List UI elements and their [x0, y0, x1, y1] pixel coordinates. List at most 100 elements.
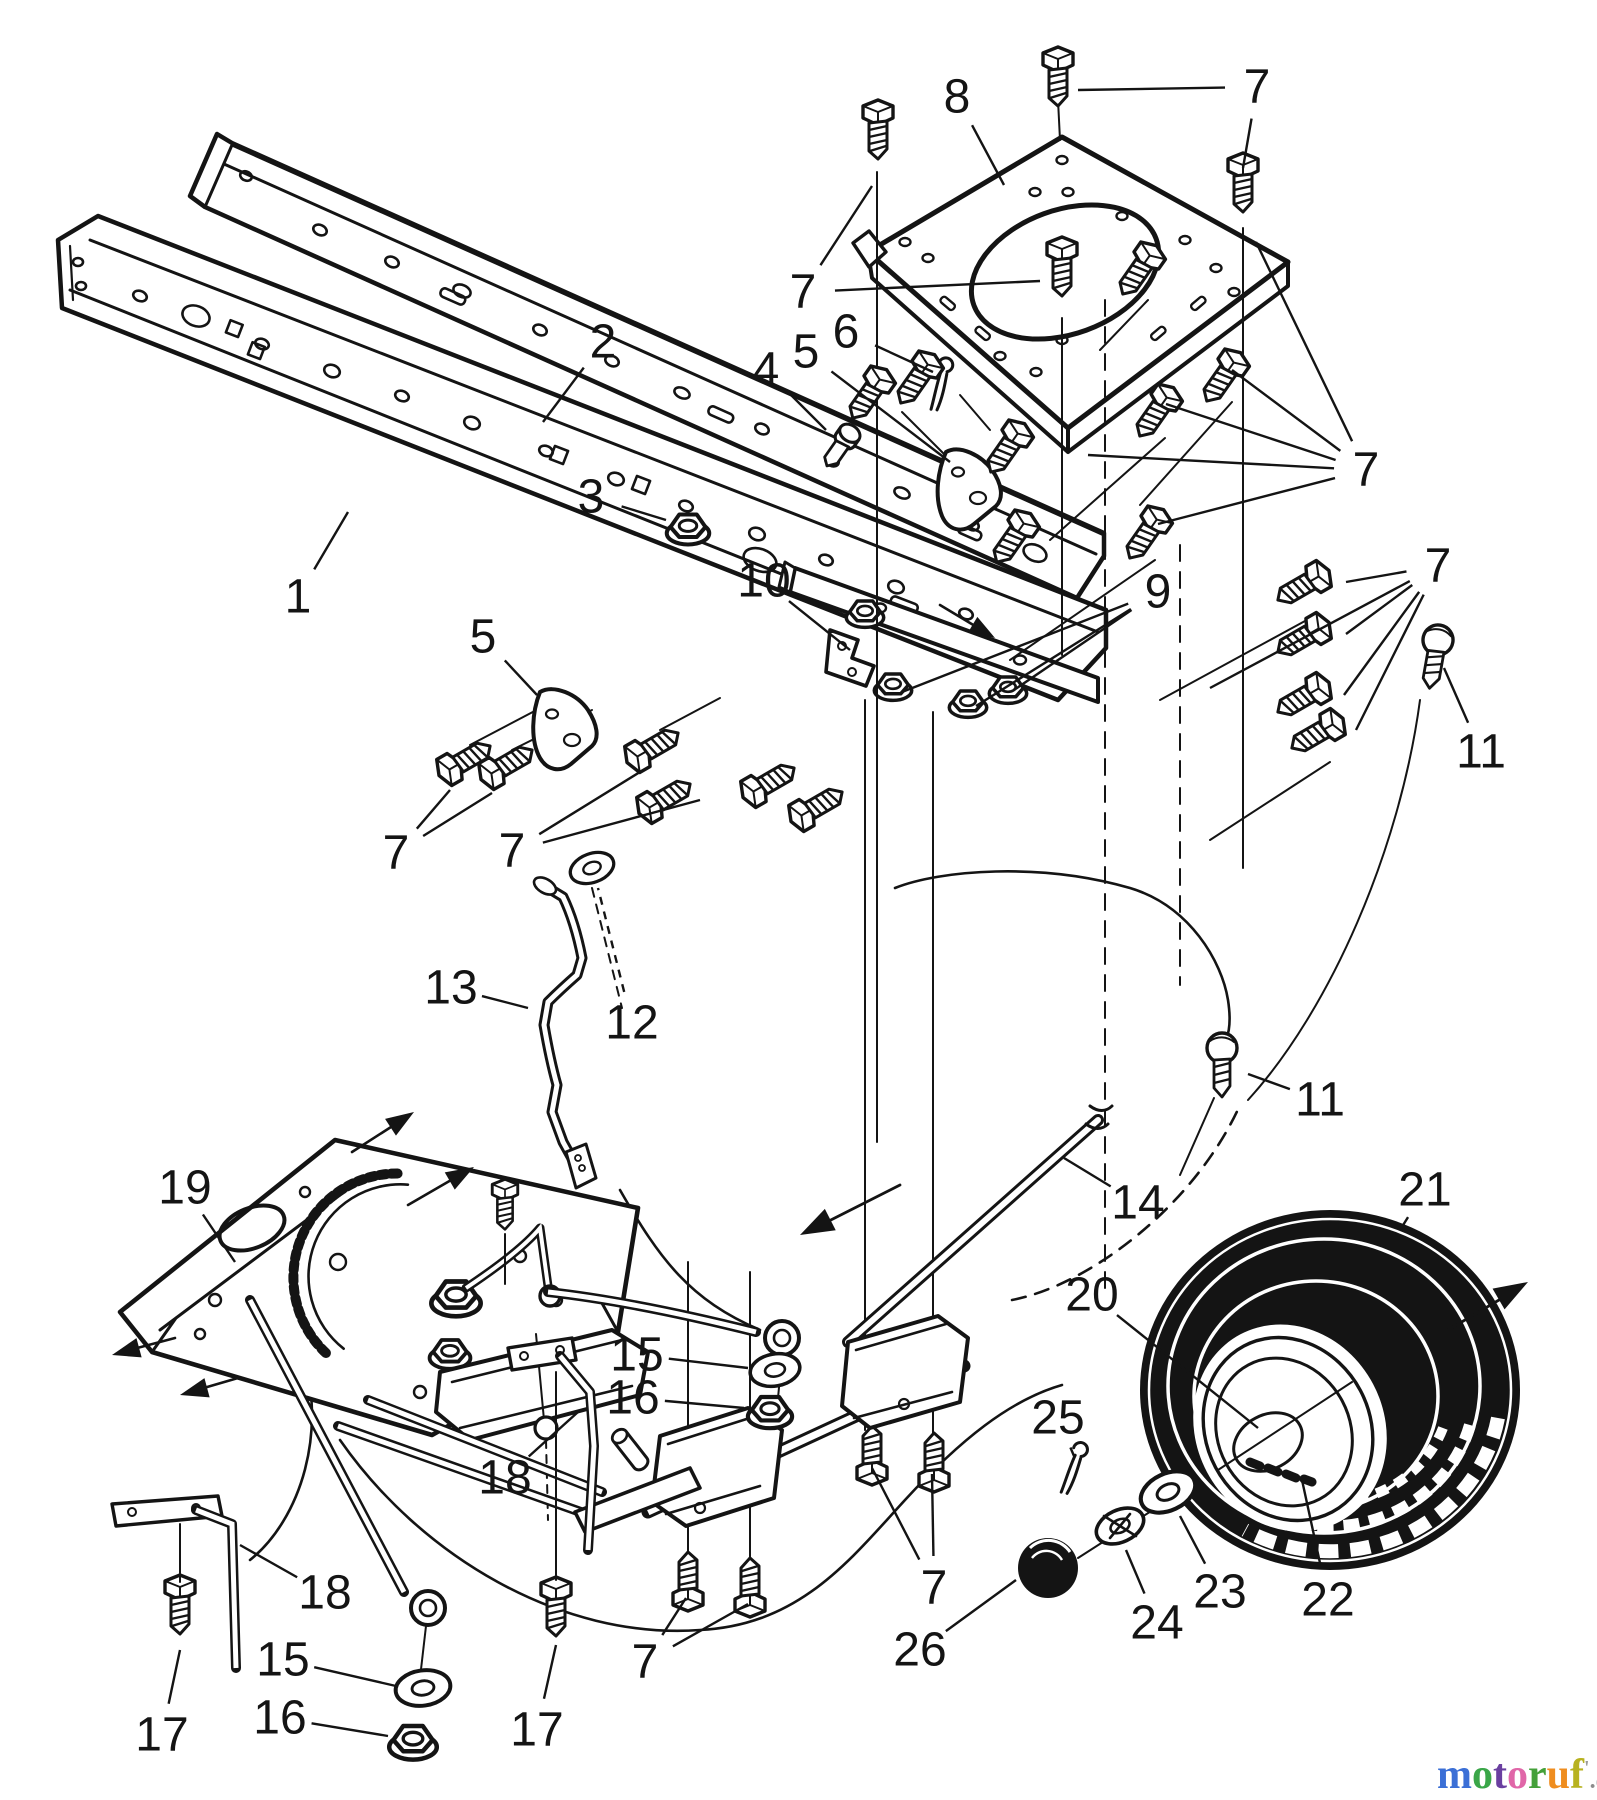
part-number-6: 6 — [833, 306, 860, 359]
part-number-5: 5 — [793, 326, 820, 379]
part-number-26: 26 — [893, 1624, 946, 1677]
leader-line — [874, 344, 934, 374]
bracket-5-left — [531, 687, 599, 772]
leader-line — [1231, 369, 1342, 452]
leader-line — [1241, 118, 1253, 169]
leader-line — [503, 659, 538, 696]
part-number-10: 10 — [737, 555, 790, 608]
leader-line — [975, 607, 1132, 708]
part-number-16: 16 — [253, 1692, 306, 1745]
part-number-17: 17 — [510, 1704, 563, 1757]
watermark: motoruf'.de — [1437, 1752, 1597, 1798]
leader-line — [542, 366, 585, 423]
leader-line — [596, 887, 626, 993]
washer-24 — [1088, 1499, 1152, 1553]
washer-15-left — [391, 1664, 455, 1712]
leader-line — [787, 391, 827, 431]
leader-line — [1345, 570, 1407, 584]
leader-line — [1354, 594, 1425, 731]
part-number-17: 17 — [135, 1709, 188, 1762]
leader-line — [1165, 402, 1336, 462]
leader-line — [527, 1411, 579, 1458]
leader-line — [661, 1597, 688, 1636]
part-number-7: 7 — [921, 1562, 948, 1615]
leader-line — [1157, 476, 1336, 526]
frame-rail-2 — [187, 131, 1107, 601]
leader-line — [1069, 1447, 1076, 1457]
leader-line — [819, 185, 874, 266]
leader-line — [313, 511, 350, 571]
leader-line — [1247, 1072, 1291, 1091]
part-number-13: 13 — [424, 962, 477, 1015]
washer-15-center — [745, 1348, 805, 1392]
part-number-20: 20 — [1065, 1269, 1118, 1322]
part-number-9: 9 — [1145, 566, 1172, 619]
leader-line — [1300, 1479, 1323, 1569]
bolt-17-left — [163, 1573, 197, 1636]
part-number-18: 18 — [478, 1452, 531, 1505]
shoulder-bolt-4 — [823, 422, 862, 468]
part-number-2: 2 — [590, 316, 617, 369]
leader-line — [1087, 453, 1335, 470]
leader-line — [788, 600, 851, 651]
part-number-7: 7 — [499, 825, 526, 878]
part-number-7: 7 — [1353, 444, 1380, 497]
flange-nut-16-center — [748, 1397, 792, 1428]
leader-line — [971, 124, 1006, 186]
axle-bar-assembly — [573, 1314, 971, 1534]
part-number-8: 8 — [944, 71, 971, 124]
part-number-18: 18 — [298, 1567, 351, 1620]
leader-line — [901, 602, 1129, 694]
leader-line — [239, 1543, 298, 1579]
leader-line — [870, 1467, 921, 1561]
leader-line — [313, 1666, 397, 1688]
part-number-4: 4 — [753, 344, 780, 397]
leader-line — [167, 1649, 182, 1704]
leader-line — [672, 1602, 749, 1648]
part-number-5: 5 — [470, 611, 497, 664]
shift-rod-13 — [532, 876, 598, 1190]
part-number-7: 7 — [632, 1636, 659, 1689]
leader-line — [311, 1722, 389, 1738]
part-number-1: 1 — [285, 571, 312, 624]
part-number-15: 15 — [256, 1634, 309, 1687]
support-straps — [333, 1395, 607, 1521]
leader-line — [664, 1399, 745, 1410]
part-number-22: 22 — [1301, 1574, 1354, 1627]
part-number-19: 19 — [158, 1162, 211, 1215]
leader-line — [830, 370, 951, 463]
part-number-11: 11 — [1456, 726, 1506, 779]
hub-cap-26 — [1018, 1538, 1078, 1598]
wheel-assembly — [1077, 1210, 1520, 1570]
bracket-10 — [824, 628, 876, 688]
leader-line — [1209, 580, 1411, 690]
leader-line — [945, 1579, 1017, 1633]
part-number-23: 23 — [1193, 1566, 1246, 1619]
part-number-12: 12 — [605, 997, 658, 1050]
part-number-3: 3 — [578, 471, 605, 524]
rod-14 — [842, 1104, 1114, 1348]
part-number-7: 7 — [790, 266, 817, 319]
leader-line — [1116, 1314, 1259, 1429]
watermark-text: motoruf'.de — [1437, 1752, 1597, 1798]
rail-2-holes — [238, 169, 1048, 564]
leader-line — [1063, 1156, 1112, 1188]
cotter-pin-25 — [1059, 1439, 1091, 1498]
leader-line — [1345, 584, 1413, 635]
part-number-25: 25 — [1031, 1392, 1084, 1445]
leader-line — [201, 1213, 236, 1263]
leader-line — [1254, 241, 1354, 442]
bracket-5-right — [935, 447, 1003, 532]
engine-mount-plate-8 — [851, 134, 1291, 454]
part-number-11: 11 — [1295, 1074, 1345, 1127]
part-number-15: 15 — [610, 1329, 663, 1382]
part-number-7: 7 — [383, 827, 410, 880]
screw-11-lower — [1205, 1031, 1239, 1099]
leader-line — [1124, 1549, 1146, 1595]
part-number-16: 16 — [606, 1372, 659, 1425]
leader-line — [834, 279, 1041, 292]
rod-18-right — [506, 1336, 599, 1581]
